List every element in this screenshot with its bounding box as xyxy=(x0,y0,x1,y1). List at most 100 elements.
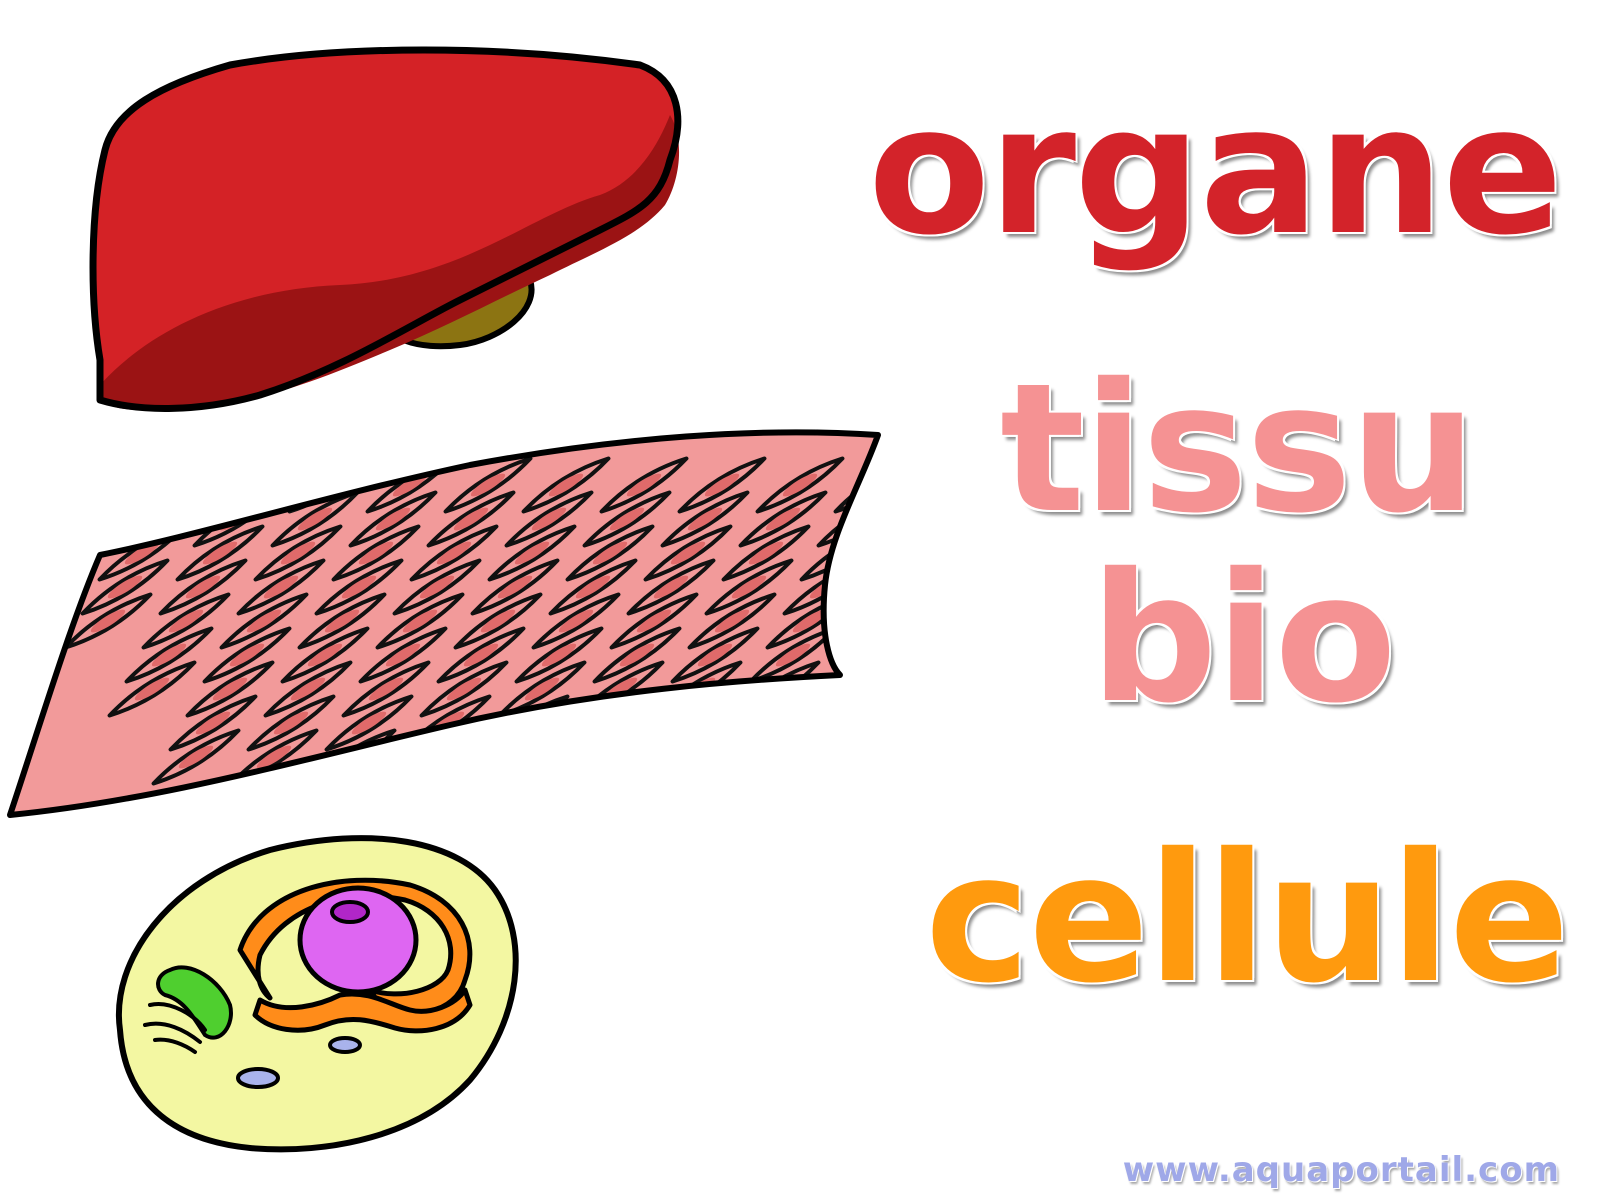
muscle-cell xyxy=(643,524,733,582)
cell-nucleus xyxy=(297,885,419,995)
muscle-cell-nucleus xyxy=(853,643,878,667)
muscle-cell xyxy=(897,493,900,546)
er-band-inner xyxy=(252,987,473,1034)
muscle-cell xyxy=(877,524,878,582)
muscle-cell xyxy=(141,592,231,650)
muscle-cell xyxy=(436,626,526,684)
muscle-cell-nucleus xyxy=(707,779,743,803)
muscle-cell-nucleus xyxy=(202,541,238,565)
muscle-cell xyxy=(755,456,845,514)
muscle-cell-nucleus xyxy=(585,711,621,735)
muscle-cell-nucleus xyxy=(307,643,343,667)
muscle-cell-nucleus xyxy=(524,677,560,701)
muscle-cell-nucleus xyxy=(878,742,900,772)
muscle-cell xyxy=(446,762,536,815)
muscle-cell-nucleus xyxy=(690,813,726,815)
animal-cell-illustration xyxy=(110,830,540,1160)
muscle-cell xyxy=(677,456,767,514)
muscle-cell-nucleus xyxy=(263,575,299,599)
muscle-cell xyxy=(514,626,604,684)
vesicle xyxy=(236,1067,280,1089)
muscle-cell xyxy=(660,490,750,548)
muscle-cell-nucleus xyxy=(626,473,662,497)
muscle-cell xyxy=(531,592,621,650)
muscle-cell-nucleus xyxy=(453,507,489,531)
muscle-cell-nucleus xyxy=(541,643,577,667)
muscle-cell xyxy=(836,762,878,815)
muscle-cell-nucleus xyxy=(748,541,784,565)
muscle-cell xyxy=(860,558,878,616)
muscle-cell xyxy=(107,660,197,718)
muscle-cell-nucleus xyxy=(134,677,170,701)
label-tissue-line1: tissu xyxy=(1000,345,1477,552)
muscle-cell xyxy=(236,558,326,616)
muscle-cell xyxy=(609,592,699,650)
muscle-cell-nucleus xyxy=(385,643,421,667)
muscle-cell-nucleus xyxy=(273,711,309,735)
muscle-cell-nucleus xyxy=(619,643,655,667)
muscle-cell-nucleus xyxy=(246,609,282,633)
muscle-cell xyxy=(843,592,878,650)
muscle-cell xyxy=(280,626,370,684)
muscle-cell xyxy=(219,592,309,650)
muscle-cell xyxy=(36,490,126,548)
label-organ: organe xyxy=(868,67,1563,274)
muscle-cell xyxy=(168,694,258,752)
muscle-cell xyxy=(582,490,672,548)
muscle-cell-nucleus xyxy=(592,541,628,565)
muscle-cell-nucleus xyxy=(124,541,160,565)
muscle-cell-nucleus xyxy=(256,745,292,769)
muscle-cell-nucleus xyxy=(178,745,214,769)
muscle-cell-nucleus xyxy=(819,711,855,735)
muscle-cell xyxy=(253,524,343,582)
muscle-cell xyxy=(663,796,753,815)
muscle-cell xyxy=(185,660,275,718)
golgi-apparatus xyxy=(156,965,233,1040)
muscle-cell xyxy=(721,524,811,582)
muscle-cell xyxy=(687,592,777,650)
muscle-cell xyxy=(426,490,516,548)
muscle-cell xyxy=(331,524,421,582)
vesicle xyxy=(328,1036,362,1054)
muscle-cell xyxy=(53,456,143,514)
muscle-cell-nucleus xyxy=(436,541,472,565)
muscle-cell-nucleus xyxy=(629,779,665,803)
muscle-cell-nucleus xyxy=(80,473,116,497)
muscle-cell-nucleus xyxy=(290,677,326,701)
muscle-cell xyxy=(463,728,553,786)
muscle-cell-nucleus xyxy=(470,473,506,497)
muscle-cell xyxy=(246,694,336,752)
muscle-cell-nucleus xyxy=(351,711,387,735)
muscle-cell xyxy=(592,626,682,684)
muscle-cell-nucleus xyxy=(836,677,872,701)
muscle-cell-nucleus xyxy=(395,779,431,803)
muscle-cell xyxy=(124,626,214,684)
muscle-cell-nucleus xyxy=(412,745,448,769)
muscle-cell xyxy=(585,796,675,815)
muscle-cell-nucleus xyxy=(419,575,455,599)
muscle-cell xyxy=(392,558,482,616)
muscle-cell-nucleus xyxy=(317,779,353,803)
muscle-cell-nucleus xyxy=(531,507,567,531)
muscle-cell xyxy=(443,456,533,514)
muscle-cell xyxy=(524,762,614,815)
muscle-cell-nucleus xyxy=(636,609,672,633)
muscle-cell xyxy=(131,456,221,514)
muscle-cell xyxy=(680,762,770,815)
muscle-cell-nucleus xyxy=(141,507,177,531)
muscle-cell xyxy=(63,592,153,650)
muscle-cell xyxy=(202,626,292,684)
muscle-cell-nucleus xyxy=(663,711,699,735)
muscle-cell xyxy=(348,490,438,548)
muscle-cell-nucleus xyxy=(324,609,360,633)
muscle-cell-nucleus xyxy=(239,779,275,803)
muscle-cell-nucleus xyxy=(653,575,689,599)
muscle-cell xyxy=(314,558,404,616)
muscle-cell xyxy=(758,762,848,815)
muscle-cell-nucleus xyxy=(782,473,818,497)
label-tissue-line2: bio xyxy=(1090,535,1397,742)
muscle-cell xyxy=(558,694,648,752)
muscle-cell-nucleus xyxy=(46,541,82,565)
muscle-cell-nucleus xyxy=(741,711,777,735)
muscle-cell xyxy=(626,558,716,616)
